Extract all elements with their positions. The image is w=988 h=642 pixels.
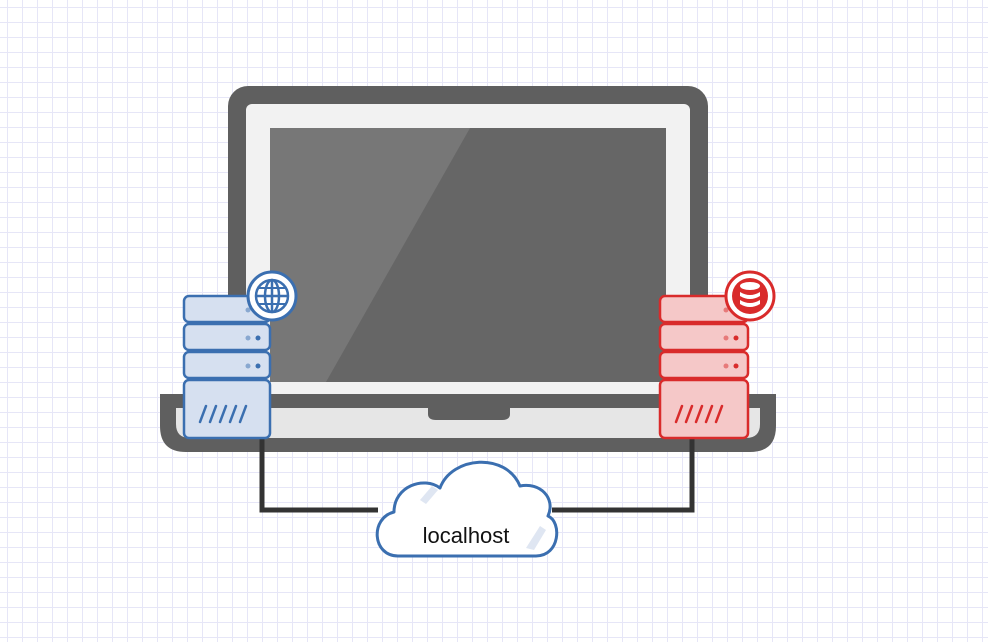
cloud-label: localhost (423, 523, 510, 548)
web-server (182, 270, 298, 440)
web-server-vents (198, 404, 248, 424)
db-server-unit-3 (658, 350, 750, 380)
cloud-shape (375, 460, 559, 558)
laptop-base-inner (176, 408, 760, 438)
connectors (259, 438, 695, 513)
web-server-leds (245, 307, 261, 369)
globe-icon (246, 270, 298, 322)
laptop (160, 86, 776, 452)
cloud-shine (420, 486, 546, 550)
cloud: localhost (375, 460, 559, 558)
db-server-vents (674, 404, 724, 424)
web-server-unit-2 (182, 322, 272, 352)
database-server (658, 270, 776, 440)
db-server-unit-2 (658, 322, 750, 352)
web-server-unit-3 (182, 350, 272, 380)
db-server-base (658, 378, 750, 440)
web-server-base (182, 378, 272, 440)
database-icon (724, 270, 776, 322)
laptop-trackpad-notch (428, 408, 510, 420)
db-server-leds (723, 307, 739, 369)
web-server-connector (259, 438, 378, 513)
db-server-connector (552, 438, 695, 513)
screen-glare (270, 128, 470, 382)
